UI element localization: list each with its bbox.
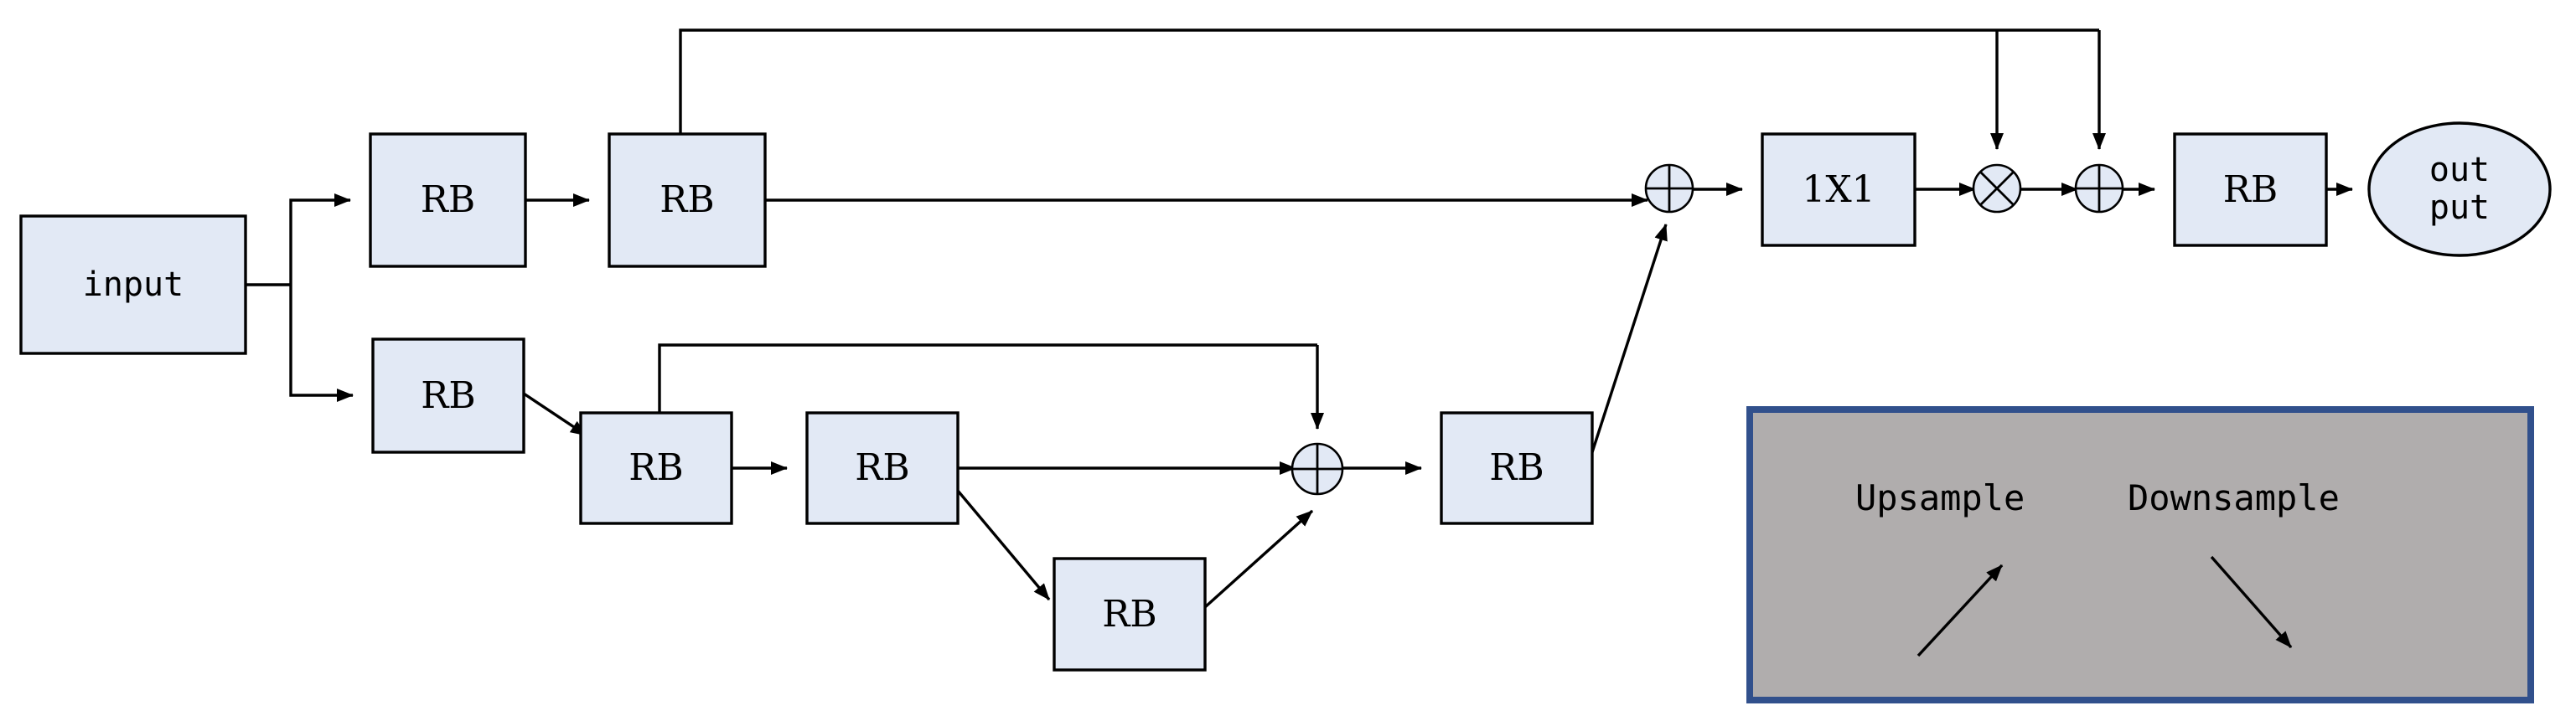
edge-low-skip-rail <box>658 343 1317 413</box>
legend-label-downsample: Downsample <box>2128 477 2340 518</box>
node-rb2[interactable] <box>608 132 767 268</box>
operator-add_low[interactable] <box>1291 442 1344 496</box>
legend-layer <box>1746 406 2534 703</box>
node-rb8[interactable] <box>2173 132 2328 247</box>
legend-box <box>1746 406 2534 703</box>
node-input[interactable] <box>19 214 247 355</box>
operator-add_out[interactable] <box>2074 163 2124 214</box>
edge-input-to-rb1 <box>289 193 351 285</box>
edge-rb7-to-add-top-upsample <box>1591 224 1668 453</box>
upsample-arrow-icon <box>1916 564 2004 657</box>
operator-layer <box>1291 163 2124 496</box>
node-rb5[interactable] <box>805 411 960 525</box>
node-conv[interactable] <box>1761 132 1916 247</box>
edge-rb6-to-add-low-upsample <box>1203 509 1314 609</box>
operator-mul_top[interactable] <box>1972 163 2022 214</box>
edge-rb5-to-rb6-downsample <box>956 489 1051 601</box>
operator-add_top[interactable] <box>1644 163 1694 214</box>
edge-layer <box>246 28 2353 609</box>
node-rb1[interactable] <box>369 132 527 268</box>
node-rb6[interactable] <box>1053 557 1207 672</box>
edge-input-to-rb3 <box>289 285 354 402</box>
node-rb4[interactable] <box>579 411 733 525</box>
downsample-arrow-icon <box>2210 555 2293 649</box>
edge-top-skip-rail <box>679 28 2099 134</box>
legend-label-upsample: Upsample <box>1855 477 2025 518</box>
node-output[interactable] <box>2367 121 2552 257</box>
node-rb3[interactable] <box>371 337 525 454</box>
node-rb7[interactable] <box>1440 411 1594 525</box>
edge-rb3-to-rb4-downsample <box>523 392 587 437</box>
node-shape-layer <box>19 121 2552 672</box>
